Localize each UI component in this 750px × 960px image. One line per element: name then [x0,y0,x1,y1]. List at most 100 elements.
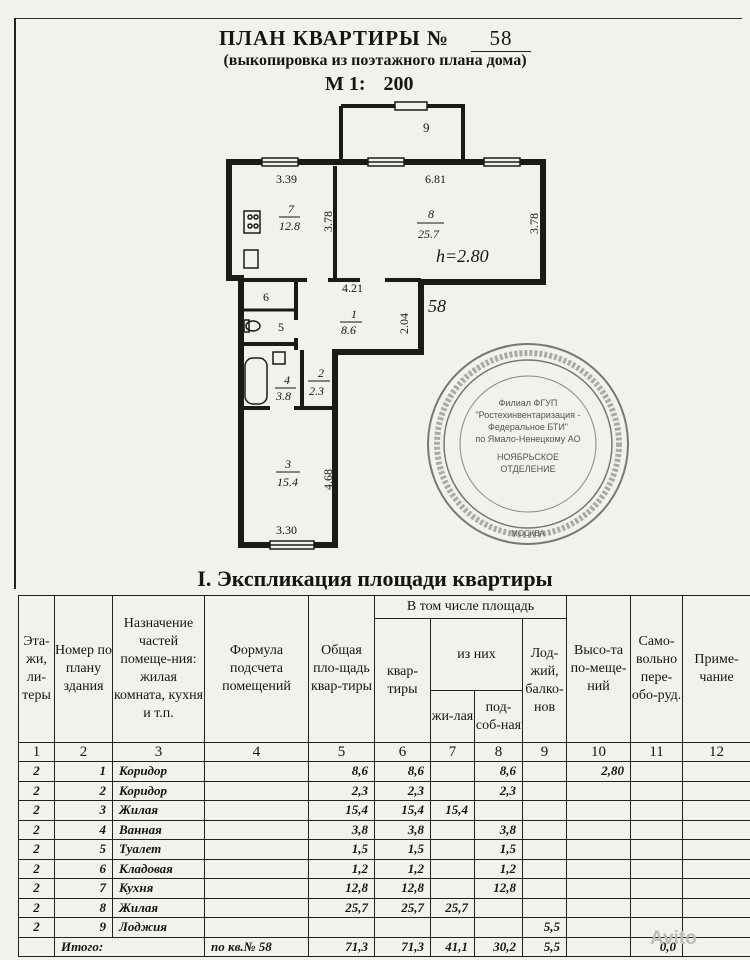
apartment-number: 58 [471,26,532,52]
cell-name: Коридор [112,761,205,782]
stamp-rings [427,343,629,545]
cell-floor: 2 [18,780,55,801]
cell-aux [474,800,523,821]
apartment-floor-plan: 9 3.39 6.81 7 12.8 3.78 8 25.7 3.78 h=2.… [226,101,546,550]
dim-378-kitchen: 3.78 [321,211,335,232]
cell-unauth [630,819,684,840]
cell-height [566,780,632,801]
header-floors: Эта-жи, ли-теры [18,595,55,743]
cell-note [682,819,750,840]
cell-apt: 1,5 [374,839,431,860]
stamp-line-4: по Ямало-Ненецкому АО [475,434,581,444]
column-number-cell: 11 [630,742,684,762]
cell-total: 2,3 [308,780,375,801]
cell-height [566,819,632,840]
cell-aux: 3,8 [474,819,523,840]
table-header-row-2: квар-тиры из них Лод-жий, балко-нов [19,618,750,743]
stamp-line-2: "Ростехинвентаризация - [475,410,581,420]
cell-unauth [630,839,684,860]
column-number-cell: 1 [18,742,55,762]
room-2-area: 2.3 [309,384,324,398]
handwritten-height: h=2.80 [436,246,489,266]
room-8-area: 25.7 [418,227,440,241]
cell-aux: 1,5 [474,839,523,860]
cell-living [430,761,475,782]
room-7-number: 7 [288,202,295,216]
room-1-area: 8.6 [341,323,356,337]
cell-height [566,917,632,938]
header-plan-number: Номер по плану здания [54,595,113,743]
official-stamp: Филиал ФГУП "Ростехинвентаризация - Феде… [424,340,632,548]
explication-table: Эта-жи, ли-теры Номер по плану здания На… [18,595,750,957]
cell-formula [204,839,309,860]
cell-note [682,780,750,801]
header-unauthorized: Само-вольно пере-обо-руд. [630,595,684,743]
room-7-area: 12.8 [279,219,300,233]
cell-loggia [521,780,568,801]
header-total-area: Общая пло-щадь квар-тиры [308,595,375,743]
cell-num: 1 [54,761,113,782]
cell-loggia [521,897,568,918]
cell-total: 12,8 [308,878,375,899]
total-apartment: 71,3 [374,936,431,957]
stamp-line-1: Филиал ФГУП [498,398,558,408]
cell-loggia [521,858,568,879]
cell-num: 3 [54,800,113,821]
cell-height [566,858,632,879]
cell-floor: 2 [18,917,55,938]
cell-loggia [521,878,568,899]
cell-unauth [630,761,684,782]
cell-total: 1,2 [308,858,375,879]
cell-formula [204,800,309,821]
stamp-line-5: НОЯБРЬСКОЕ [496,452,560,462]
cell-apt: 3,8 [374,819,431,840]
total-area: 71,3 [308,936,375,957]
total-living: 41,1 [430,936,475,957]
cell-apt: 2,3 [374,780,431,801]
cell-loggia [521,839,568,860]
room-1-number: 1 [351,307,357,321]
cell-floor: 2 [18,800,55,821]
cell-note [682,878,750,899]
room-9-number: 9 [423,120,430,135]
cell-note [682,897,750,918]
cell-formula [204,858,309,879]
cell-floor: 2 [18,761,55,782]
stamp-line-6: ОТДЕЛЕНИЕ [500,464,556,474]
plan-subtitle: (выкопировка из поэтажного плана дома) [223,52,527,69]
room-2-number: 2 [318,366,324,380]
column-number-cell: 3 [112,742,205,762]
cell-total [308,917,375,938]
cell-name: Кухня [112,878,205,899]
column-number-cell: 6 [374,742,431,762]
header-of-them: из них [430,618,523,691]
cell-height [566,897,632,918]
cell-name: Ванная [112,819,205,840]
plan-scale: М 1:200 [325,73,414,96]
dim-378-room8: 3.78 [527,213,541,234]
column-number-cell: 2 [54,742,113,762]
column-number-cell: 5 [308,742,375,762]
cell-note [682,800,750,821]
cell-formula [204,878,309,899]
column-number-cell: 4 [204,742,309,762]
cell-aux: 1,2 [474,858,523,879]
cell-aux: 8,6 [474,761,523,782]
room-3-number: 3 [284,457,291,471]
cell-note [682,761,750,782]
scale-value: 200 [383,73,414,95]
cell-living [430,839,475,860]
column-number-cell: 8 [474,742,523,762]
cell-total: 25,7 [308,897,375,918]
cell-height [566,800,632,821]
avito-watermark: Avito [650,928,697,949]
cell-name: Жилая [112,897,205,918]
cell-apt: 25,7 [374,897,431,918]
cell-living [430,858,475,879]
header-note: Приме-чание [682,595,750,743]
